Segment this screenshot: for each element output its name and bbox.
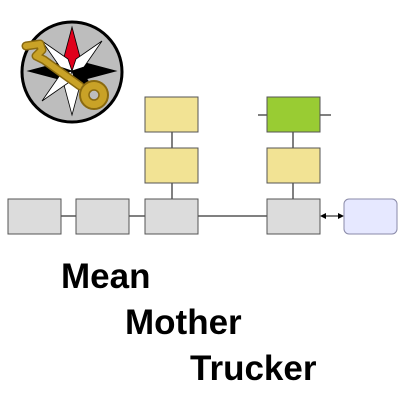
title-line-3: Trucker [190,349,317,388]
key-icon [21,39,109,110]
arrow-right-icon [338,213,344,219]
node-gray-2 [75,198,130,235]
title-line-1: Mean [61,257,151,296]
title-line-2: Mother [125,303,242,342]
node-gray-4 [266,198,321,235]
node-blue [343,198,398,235]
logo [20,20,124,124]
arrow-left-icon [320,213,326,219]
node-yellow-2 [144,147,199,184]
node-yellow-3 [266,147,321,184]
nodes [7,96,398,235]
node-gray-3 [144,198,199,235]
connectors [61,114,340,217]
arrowheads [320,213,344,219]
node-gray-1 [7,198,62,235]
node-yellow-1 [144,96,199,133]
node-green [266,96,321,133]
